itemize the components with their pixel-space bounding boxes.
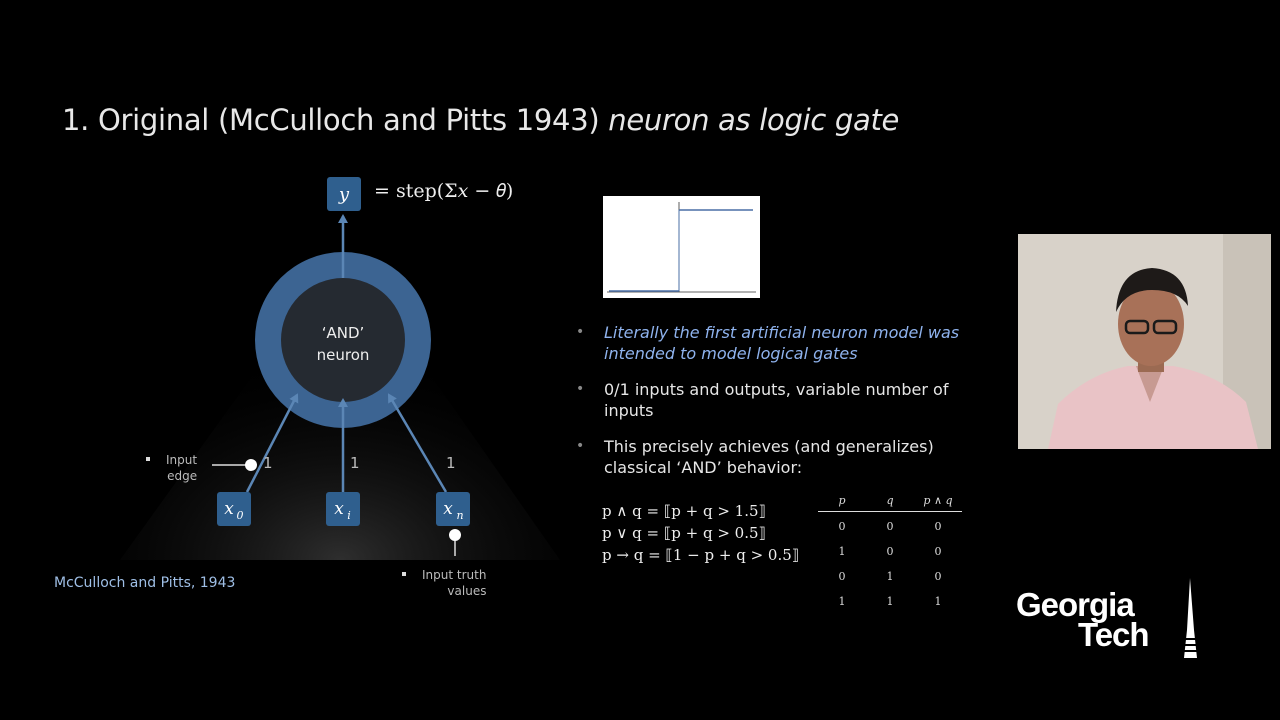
input-node-xi-sym: x: [334, 499, 344, 519]
input-node-x0: [217, 492, 251, 526]
weight-0: 1: [263, 454, 273, 472]
output-node-label: y: [338, 184, 350, 205]
truth-header-and: p ∧ q: [914, 494, 962, 512]
input-node-x0-sym: x: [224, 499, 234, 519]
input-edge-n: [387, 393, 448, 493]
input-node-xn-sym: x: [443, 499, 453, 519]
output-node: [327, 177, 361, 211]
input-node-xn-sub: n: [456, 509, 463, 522]
weight-i: 1: [350, 454, 360, 472]
logic-equations: p ∧ q = ⟦p + q > 1.5⟧ p ∨ q = ⟦p + q > 0…: [602, 500, 799, 566]
truth-header-p: p: [818, 494, 866, 512]
neuron-label-line2: neuron: [317, 346, 370, 364]
edge-callout-dot: [245, 459, 257, 471]
weight-n: 1: [446, 454, 456, 472]
bullet-list: •Literally the first artificial neuron m…: [576, 322, 996, 493]
equation-or: p ∨ q = ⟦p + q > 0.5⟧: [602, 524, 766, 542]
output-formula: = step(Σ𝑥 − 𝜃): [374, 180, 514, 202]
presenter-shirt: [1048, 366, 1258, 449]
presenter-image: [1018, 234, 1271, 449]
logo-line2: Tech: [1078, 616, 1149, 653]
bullet-item: •0/1 inputs and outputs, variable number…: [576, 380, 949, 420]
equation-and: p ∧ q = ⟦p + q > 1.5⟧: [602, 502, 766, 520]
presenter-face: [1118, 282, 1184, 366]
neuron-label-line1: ‘AND’: [322, 324, 365, 342]
bullet-item: •This precisely achieves (and generalize…: [576, 437, 934, 477]
input-node-x0-sub: 0: [237, 509, 244, 522]
slide-title: 1. Original (McCulloch and Pitts 1943) n…: [62, 103, 900, 137]
presenter-glasses: [1124, 319, 1150, 335]
reference-citation: McCulloch and Pitts, 1943: [54, 575, 236, 591]
step-function-plot: [603, 196, 760, 298]
truth-callout-dot: [449, 529, 461, 541]
input-node-xi-sub: i: [347, 509, 351, 522]
neuron-body: [281, 278, 405, 402]
input-node-xn: [436, 492, 470, 526]
neuron-diagram: ‘AND’ neuron y x 0 x i x n 1 1 1: [120, 177, 560, 560]
equation-implies: p → q = ⟦1 − p + q > 0.5⟧: [602, 546, 800, 564]
georgia-tech-logo: Georgia Tech: [1016, 578, 1197, 658]
input-node-xi: [326, 492, 360, 526]
input-edge-0: [245, 393, 299, 493]
presenter-hair: [1116, 268, 1188, 312]
input-edge-note: Input edge: [146, 452, 197, 484]
logo-line1: Georgia: [1016, 586, 1135, 623]
input-truth-note: Input truth values: [402, 567, 486, 599]
bullet-square-icon: [402, 571, 406, 576]
bullet-item: •Literally the first artificial neuron m…: [576, 323, 960, 363]
bullet-square-icon: [146, 456, 150, 461]
presenter-video: [1018, 234, 1271, 449]
truth-header-q: q: [866, 494, 914, 512]
